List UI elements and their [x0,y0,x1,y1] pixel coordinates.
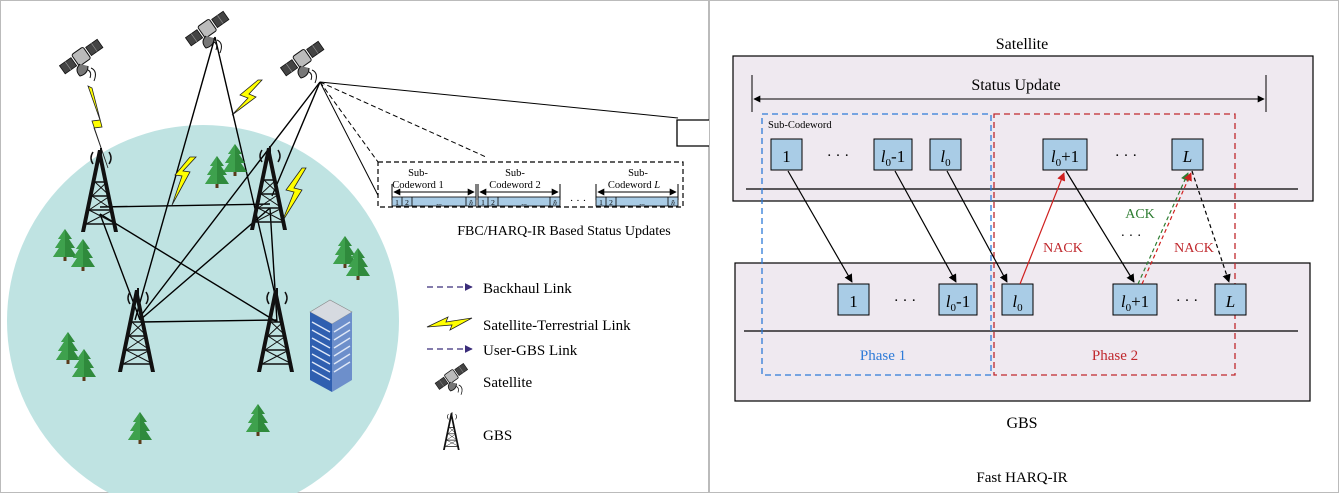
satellite-box [732,55,1314,202]
sub-codeword-label: Codeword 2 [489,180,541,191]
sat-subcodeword-l0-plus-1: l0+1 [1042,138,1088,171]
legend-label: Backhaul Link [483,281,572,297]
ellipsis: · · · [894,293,917,309]
fbc-packet-box: Sub- Codeword 1 Sub- Codeword 2 Sub- Cod… [377,161,684,208]
phase2-label: Phase 2 [1092,348,1138,364]
fbc-caption: FBC/HARQ-IR Based Status Updates [457,224,671,239]
phase1-region [761,113,992,376]
gbs-subcodeword-L: L [1214,283,1247,316]
gbs-label: GBS [1006,415,1037,432]
figure-caption: Fast HARQ-IR [976,470,1067,486]
nack-label: NACK [1174,241,1214,256]
sub-codeword-label: Sub- [505,168,525,179]
legend-label: Satellite-Terrestrial Link [483,318,631,334]
svg-text:l0-1: l0-1 [881,147,905,169]
ellipsis: · · · [1121,229,1142,244]
sub-codeword-label: Sub- [628,168,648,179]
sub-codeword-label: Codeword 1 [392,180,444,191]
svg-text:1: 1 [782,147,791,166]
svg-text:2: 2 [491,198,495,207]
legend-label: GBS [483,428,512,444]
svg-text:L: L [1225,292,1235,311]
backhaul-links [99,36,321,323]
ellipsis: · · · [827,148,850,164]
svg-text:...: ... [521,198,527,207]
status-update-label: Status Update [971,77,1060,94]
satellite-terrestrial-links [87,79,307,223]
gbs-subcodeword-l0: l0 [1001,283,1034,316]
legend-sat-terrestrial: Satellite-Terrestrial Link [426,316,631,334]
svg-text:n̂: n̂ [553,198,557,207]
fbc-cells-1: 1 2 ... n̂ [391,196,477,207]
svg-text:1: 1 [599,198,603,207]
svg-text:l0: l0 [1012,292,1023,314]
svg-text:l0-1: l0-1 [946,292,970,314]
fbc-cells-2: 1 2 ... n̂ [477,196,561,207]
svg-text:1: 1 [849,292,858,311]
nack-arrow-1 [1019,172,1066,285]
gbs-subcodeword-l0-minus-1: l0-1 [938,283,978,316]
svg-text:...: ... [436,198,442,207]
nack-label: NACK [1043,241,1083,256]
gbs-subcodeword-1: 1 [837,283,870,316]
legend-label: User-GBS Link [483,343,578,359]
transmission-arrows [787,170,1231,285]
sat-subcodeword-l0-minus-1: l0-1 [873,138,913,171]
ack-arrow [1137,172,1189,285]
sub-codeword-label: Codeword L [608,180,660,191]
svg-text:l0+1: l0+1 [1051,147,1079,169]
legend-user-gbs: User-GBS Link [427,343,578,359]
satellite-label: Satellite [996,36,1048,53]
phase2-region [993,113,1236,376]
retx-arrow [1191,170,1231,283]
ellipsis: · · · [1176,293,1199,309]
sub-codeword-label: Sub-Codeword [768,120,832,131]
svg-text:2: 2 [609,198,613,207]
svg-text:n̂: n̂ [671,198,675,207]
legend-satellite: Satellite [433,361,532,396]
ack-label: ACK [1125,207,1155,222]
fbc-ellipsis: · · · [570,195,587,207]
sat-subcodeword-l0: l0 [929,138,962,171]
sat-to-fbc-rays [319,81,679,208]
legend-gbs: GBS [442,411,512,451]
legend-backhaul: Backhaul Link [427,281,572,297]
legend-label: Satellite [483,375,532,391]
legend: Backhaul Link Satellite-Terrestrial Link… [426,281,631,451]
svg-text:1: 1 [481,198,485,207]
building-icon [309,299,353,392]
phase1-label: Phase 1 [860,348,906,364]
svg-text:2: 2 [405,198,409,207]
ellipsis: · · · [1115,148,1138,164]
svg-text:...: ... [639,198,645,207]
svg-text:l0: l0 [940,147,951,169]
right-panel: Satellite Status Update Sub-Codeword Pha… [709,0,1339,493]
svg-text:1: 1 [395,198,399,207]
left-panel: Sub- Codeword 1 Sub- Codeword 2 Sub- Cod… [0,0,747,493]
nack-arrow-2 [1141,172,1192,285]
svg-text:l0+1: l0+1 [1121,292,1149,314]
gbs-subcodeword-l0-plus-1: l0+1 [1112,283,1158,316]
sat-subcodeword-L: L [1171,138,1204,171]
sub-codeword-label: Sub- [408,168,428,179]
svg-text:L: L [1182,147,1192,166]
svg-text:n̂: n̂ [469,198,473,207]
sat-subcodeword-1: 1 [770,138,803,171]
fbc-cells-L: 1 2 ... n̂ [595,196,679,207]
